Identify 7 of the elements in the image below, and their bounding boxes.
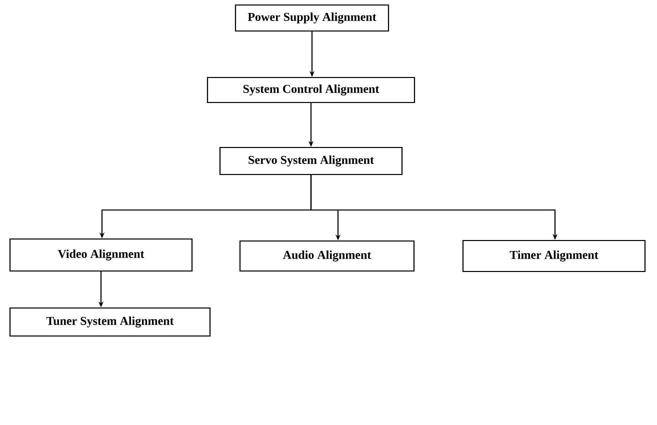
- process-box: Timer Alignment: [462, 240, 646, 272]
- process-box: Audio Alignment: [239, 240, 415, 272]
- process-box: Video Alignment: [9, 238, 193, 272]
- process-box: Tuner System Alignment: [9, 307, 211, 337]
- process-box: System Control Alignment: [206, 76, 416, 104]
- process-box: Servo System Alignment: [219, 146, 403, 176]
- process-box: Power Supply Alignment: [234, 4, 390, 32]
